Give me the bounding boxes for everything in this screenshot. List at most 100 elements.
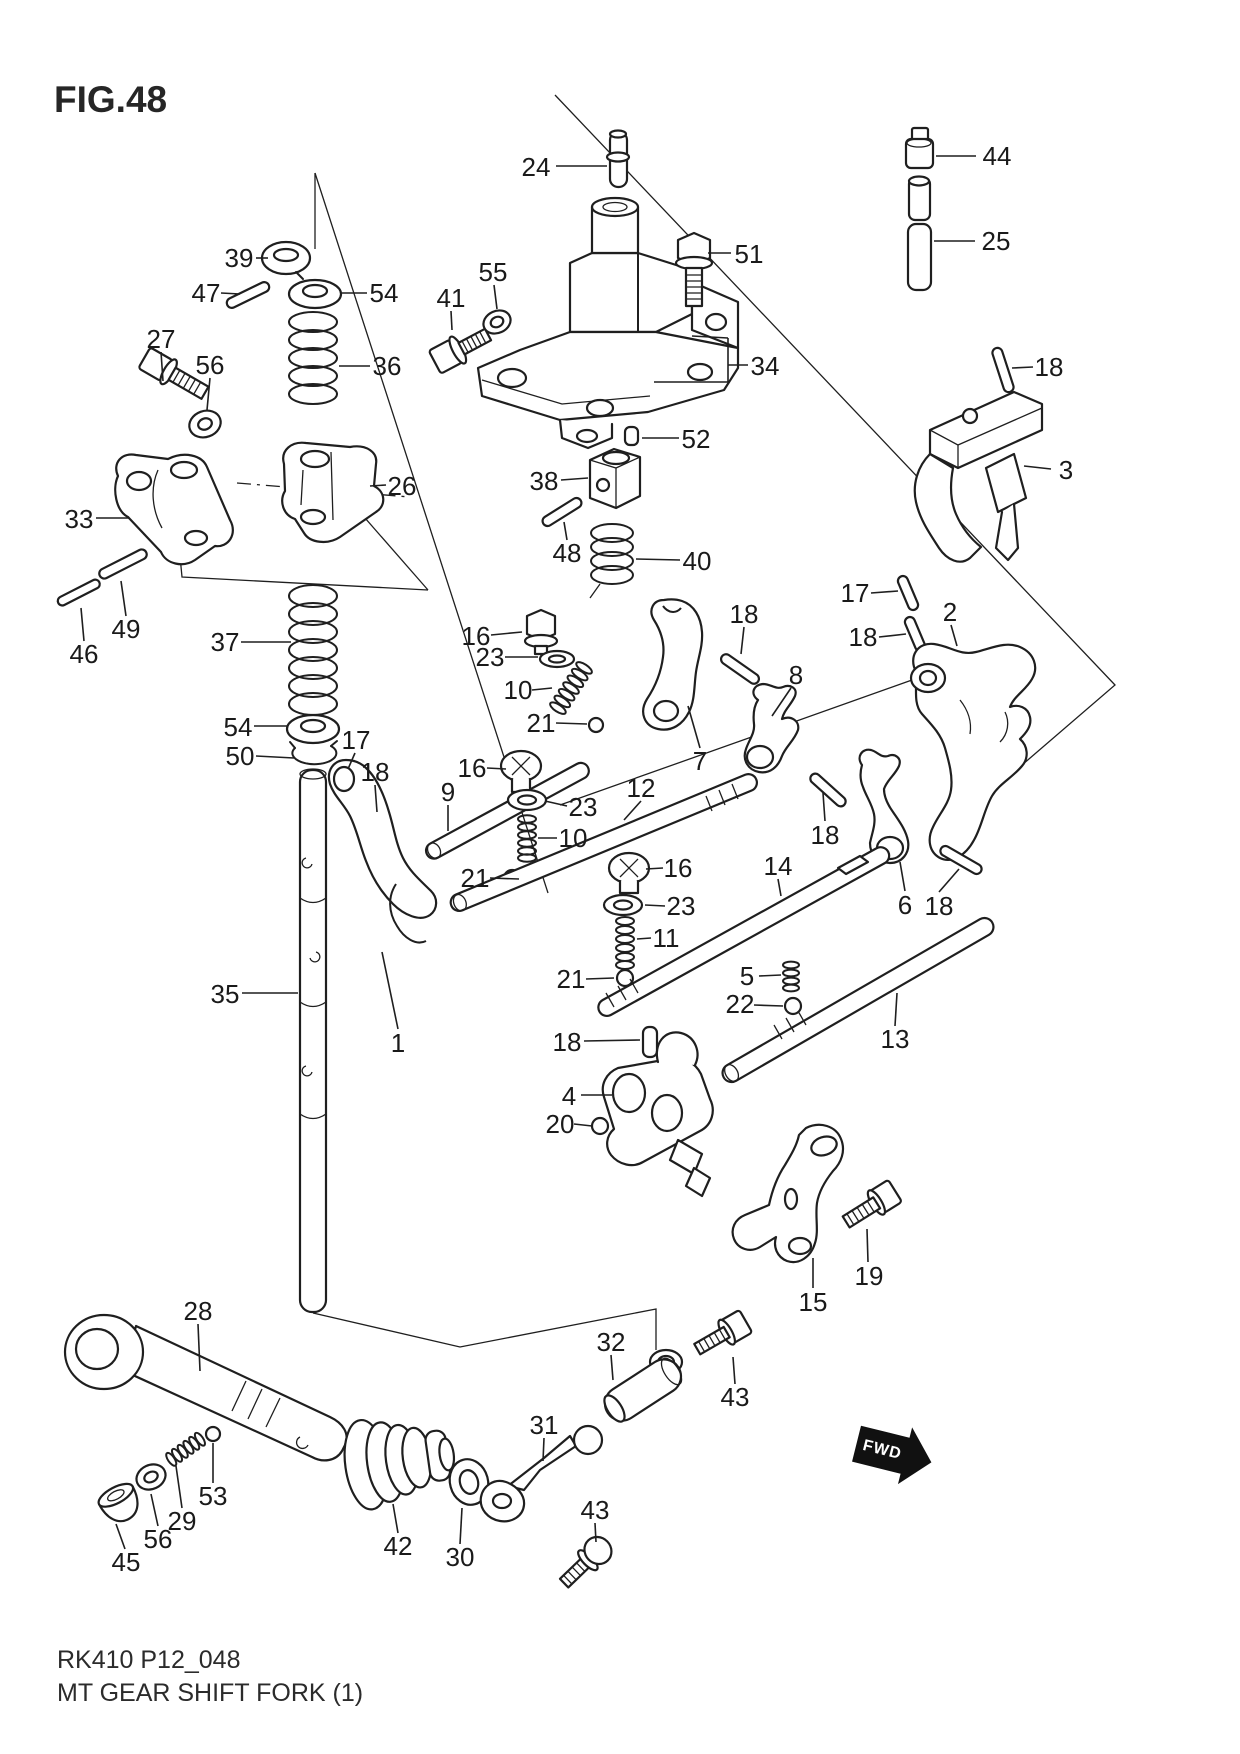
part-1-shift-fork — [327, 758, 438, 944]
part-2-shift-fork — [909, 642, 1037, 861]
svg-text:27: 27 — [147, 324, 176, 354]
part-30-bushing — [448, 1458, 490, 1506]
callout-18: 18 — [811, 792, 840, 850]
part-54-washer-lower — [285, 713, 341, 745]
part-7-shift-arm — [642, 598, 704, 731]
part-33-yoke — [114, 453, 234, 566]
svg-text:34: 34 — [751, 351, 780, 381]
svg-text:23: 23 — [476, 642, 505, 672]
part-44-cap — [904, 126, 935, 170]
svg-text:42: 42 — [384, 1531, 413, 1561]
svg-text:15: 15 — [799, 1287, 828, 1317]
callout-5: 5 — [740, 961, 782, 991]
part-35-shaft — [298, 768, 328, 1314]
part-55-washer — [482, 309, 512, 335]
part-38-cam-block — [588, 447, 642, 510]
svg-text:17: 17 — [841, 578, 870, 608]
svg-text:1: 1 — [391, 1028, 405, 1058]
part-40-spring — [589, 523, 634, 599]
svg-text:30: 30 — [446, 1542, 475, 1572]
callout-36: 36 — [339, 351, 401, 381]
callout-17: 17 — [342, 725, 370, 770]
callout-49: 49 — [112, 580, 140, 644]
svg-text:52: 52 — [682, 424, 711, 454]
part-18-pin-g — [719, 653, 761, 685]
svg-text:48: 48 — [553, 538, 582, 568]
callout-13: 13 — [881, 992, 909, 1054]
callout-18: 18 — [849, 622, 907, 652]
svg-text:18: 18 — [811, 820, 840, 850]
callout-33: 33 — [65, 504, 129, 534]
svg-text:14: 14 — [764, 851, 793, 881]
svg-text:50: 50 — [226, 741, 255, 771]
callout-46: 46 — [70, 607, 98, 669]
part-16-screw-a — [523, 608, 559, 656]
callout-17: 17 — [841, 578, 899, 608]
svg-text:55: 55 — [479, 257, 508, 287]
part-5-spring — [782, 960, 800, 993]
part-10-spring-a — [549, 661, 593, 715]
callout-22: 22 — [726, 989, 784, 1019]
callout-56: 56 — [144, 1493, 172, 1554]
figure-title: FIG.48 — [54, 79, 167, 120]
part-18-pin-f — [939, 844, 983, 876]
callout-52: 52 — [642, 424, 710, 454]
svg-text:8: 8 — [789, 660, 803, 690]
figure-part-code: RK410 P12_048 — [57, 1646, 240, 1674]
svg-text:16: 16 — [458, 753, 487, 783]
callout-18: 18 — [1011, 352, 1063, 382]
callout-16: 16 — [458, 753, 507, 783]
svg-text:21: 21 — [557, 964, 586, 994]
svg-text:56: 56 — [196, 350, 225, 380]
callout-27: 27 — [147, 324, 176, 382]
callout-23: 23 — [544, 792, 597, 822]
callout-43: 43 — [581, 1495, 609, 1543]
part-53-ball — [204, 1425, 222, 1443]
callout-54: 54 — [224, 712, 287, 742]
svg-text:21: 21 — [461, 863, 490, 893]
svg-text:18: 18 — [925, 891, 954, 921]
svg-text:41: 41 — [437, 283, 466, 313]
svg-text:18: 18 — [730, 599, 759, 629]
callout-23: 23 — [476, 642, 538, 672]
callout-14: 14 — [764, 851, 793, 897]
fwd-arrow: FWD — [852, 1425, 932, 1485]
svg-text:39: 39 — [225, 243, 254, 273]
part-12-rod — [449, 773, 758, 913]
svg-text:37: 37 — [211, 627, 240, 657]
part-25-tube — [906, 175, 933, 292]
callout-10: 10 — [538, 823, 587, 853]
callout-18: 18 — [361, 757, 390, 813]
svg-text:7: 7 — [693, 746, 707, 776]
svg-text:22: 22 — [726, 989, 755, 1019]
callout-48: 48 — [553, 521, 582, 568]
callout-43: 43 — [721, 1356, 749, 1412]
part-39-collar — [260, 240, 312, 280]
callout-55: 55 — [479, 257, 508, 310]
callout-56: 56 — [196, 350, 225, 411]
part-45-plug — [97, 1482, 139, 1523]
svg-text:10: 10 — [559, 823, 588, 853]
callout-4: 4 — [562, 1081, 612, 1111]
part-21-ball-a — [587, 716, 605, 734]
callout-23: 23 — [644, 891, 695, 921]
part-56-washer-lower — [135, 1463, 167, 1491]
callout-53: 53 — [199, 1443, 227, 1511]
svg-text:18: 18 — [849, 622, 878, 652]
part-26-shift-head — [281, 441, 385, 543]
callout-28: 28 — [184, 1296, 212, 1372]
part-20-ball — [590, 1116, 610, 1136]
callout-1: 1 — [381, 951, 405, 1058]
part-47-pin — [225, 281, 271, 309]
callout-54: 54 — [342, 278, 398, 308]
callout-31: 31 — [530, 1410, 558, 1462]
svg-text:18: 18 — [361, 757, 390, 787]
part-36-spring — [288, 311, 338, 405]
part-10-spring-b — [517, 814, 537, 863]
part-43-bolt-upper — [693, 1309, 753, 1356]
svg-text:12: 12 — [627, 773, 656, 803]
part-31-lever — [479, 1424, 604, 1523]
part-54-washer-upper — [287, 278, 343, 310]
part-17-pin-b — [896, 574, 920, 612]
part-14-rod — [597, 846, 891, 1018]
